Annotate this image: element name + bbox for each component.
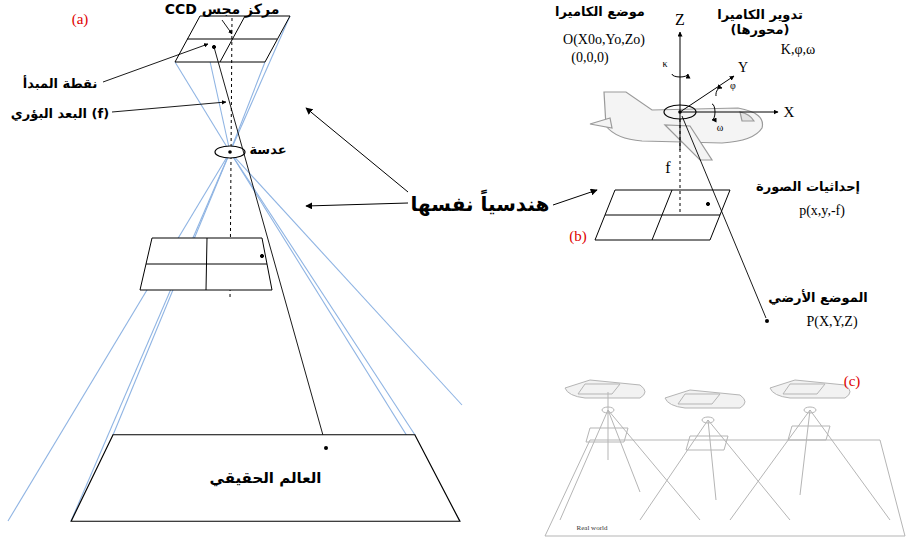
label-text: الموضع الأرضي	[768, 291, 868, 306]
leader-line	[222, 20, 232, 34]
label-text: Z	[675, 11, 685, 29]
label-text: عدسة	[249, 143, 286, 158]
label-text: K,φ,ω	[781, 42, 815, 58]
ground-outline	[71, 435, 460, 521]
leader-line	[112, 102, 226, 112]
label-text: X	[784, 104, 795, 121]
label-text: O(X0o,Yo,Zo)	[563, 32, 645, 48]
ccd-sensor	[175, 16, 290, 62]
ground-point	[765, 319, 769, 323]
lens-center	[228, 150, 232, 154]
lens-center	[678, 110, 682, 114]
label-text: f	[665, 159, 670, 177]
axes	[672, 32, 778, 150]
label-text: κ	[662, 58, 667, 70]
aircraft	[590, 92, 763, 160]
label-text: هندسياً نفسها	[411, 193, 550, 216]
pointer-arrow	[553, 190, 597, 205]
flight-strip	[545, 380, 905, 536]
lens	[215, 146, 245, 158]
label-text: P(X,Y,Z)	[806, 314, 857, 330]
label-text: نقطة المبدأ	[23, 77, 98, 92]
ground-ray	[682, 116, 766, 318]
image-ray	[214, 47, 326, 446]
panel-letter: (b)	[569, 228, 587, 245]
projection-rays	[8, 16, 462, 521]
label-text: إحداثيات الصورة	[756, 180, 860, 195]
pointer-arrow	[306, 108, 408, 192]
lens	[664, 105, 696, 119]
ground-point	[324, 446, 328, 450]
pointer-arrow	[306, 203, 408, 206]
panel-letter: (a)	[72, 11, 89, 28]
label-text: موضع الكاميرا	[555, 5, 645, 20]
label-text: Y	[738, 60, 748, 76]
leader-line	[103, 44, 208, 82]
focal-axis	[680, 119, 681, 215]
node-label: العالم الحقيقي	[210, 469, 322, 487]
label-text: φ	[730, 80, 736, 92]
label-text: (f) البعد البؤري	[11, 107, 109, 122]
label-text: ω	[717, 122, 724, 134]
panel-letter: (c)	[844, 373, 861, 390]
image-plane	[595, 190, 730, 240]
label-text: p(x,y,-f)	[799, 203, 845, 219]
ground-plane: العالم الحقيقي	[68, 432, 463, 524]
label-text: (0,0,0)	[571, 50, 608, 66]
image-plane	[140, 238, 272, 290]
label-text: Real world	[577, 524, 608, 532]
label-text: تدوير الكاميرا (محورها)	[705, 8, 815, 38]
label-text: مركز مجس CCD	[165, 1, 280, 17]
